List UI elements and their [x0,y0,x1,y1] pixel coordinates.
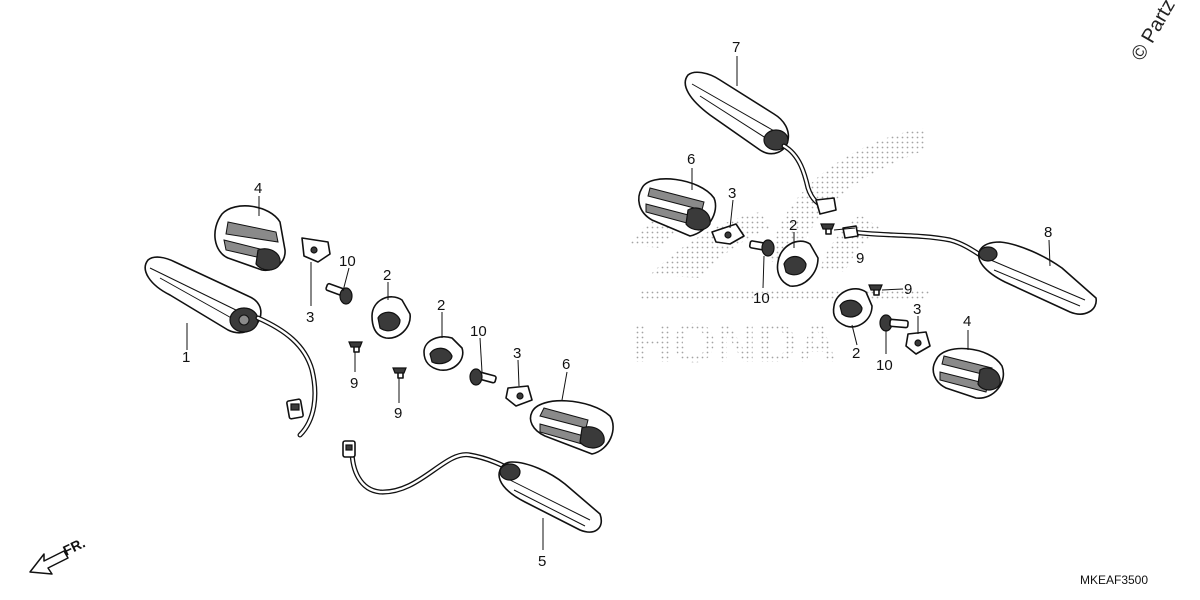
part-6-socket-right[interactable] [638,178,717,237]
label-10c: 10 [753,290,770,307]
label-4a: 4 [254,180,262,197]
part-7-turn-signal[interactable] [684,71,790,155]
label-5: 5 [538,553,546,570]
label-10a: 10 [339,253,356,270]
front-direction-indicator: FR. [29,534,88,575]
part-9-screw-left-2[interactable] [392,367,407,379]
part-9-screw-right-1[interactable] [820,223,835,235]
label-10b: 10 [470,323,487,340]
copyright-text: © Partz [1127,0,1180,64]
watermark-text: HONDA [632,311,837,374]
part-5-wire [342,440,513,495]
part-3-plate-left[interactable] [301,237,331,263]
label-3a: 3 [306,309,314,326]
part-9-screw-right-2[interactable] [868,284,883,296]
part-7-wire [781,143,837,215]
label-3d: 3 [913,301,921,318]
label-3c: 3 [728,185,736,202]
label-2b: 2 [437,297,445,314]
label-6b: 6 [687,151,695,168]
label-2c: 2 [789,217,797,234]
label-7: 7 [732,39,740,56]
part-5-turn-signal[interactable] [498,461,602,533]
part-2-bracket-right-2[interactable] [832,288,873,328]
label-8: 8 [1044,224,1052,241]
label-9d: 9 [904,281,912,298]
label-2a: 2 [383,267,391,284]
label-9a: 9 [350,375,358,392]
part-4-socket-left[interactable] [214,205,286,272]
part-2-bracket-left-1[interactable] [371,296,411,339]
part-labels: 1 2 2 2 2 3 3 3 3 4 4 5 6 6 7 8 9 9 9 9 … [182,39,1052,570]
label-9c: 9 [856,250,864,267]
part-2-bracket-left-2[interactable] [423,336,464,371]
part-8-wire [842,225,988,261]
part-3-plate-right-1[interactable] [711,223,745,245]
part-9-screw-left-1[interactable] [348,341,363,353]
part-4-socket-right[interactable] [932,347,1005,399]
label-9b: 9 [394,405,402,422]
label-6a: 6 [562,356,570,373]
label-4b: 4 [963,313,971,330]
diagram-code: MKEAF3500 [1080,573,1148,587]
part-3-plate-left-2[interactable] [505,385,533,407]
part-2-bracket-right-1[interactable] [776,240,819,287]
label-2d: 2 [852,345,860,362]
part-10-screw-right-2[interactable] [879,314,909,332]
part-10-screw-left[interactable] [325,282,353,305]
leader-lines [186,56,1051,550]
part-1-wire [255,315,318,438]
part-1-turn-signal[interactable] [144,256,262,334]
label-10d: 10 [876,357,893,374]
part-8-turn-signal[interactable] [978,241,1097,315]
part-10-screw-right-1[interactable] [748,239,775,257]
part-6-socket-left[interactable] [529,400,614,455]
part-10-screw-left-2[interactable] [469,368,497,386]
front-arrow-icon [29,550,69,575]
label-3b: 3 [513,345,521,362]
honda-watermark: HONDA [630,128,930,374]
label-1: 1 [182,349,190,366]
part-3-plate-right-2[interactable] [905,331,931,355]
